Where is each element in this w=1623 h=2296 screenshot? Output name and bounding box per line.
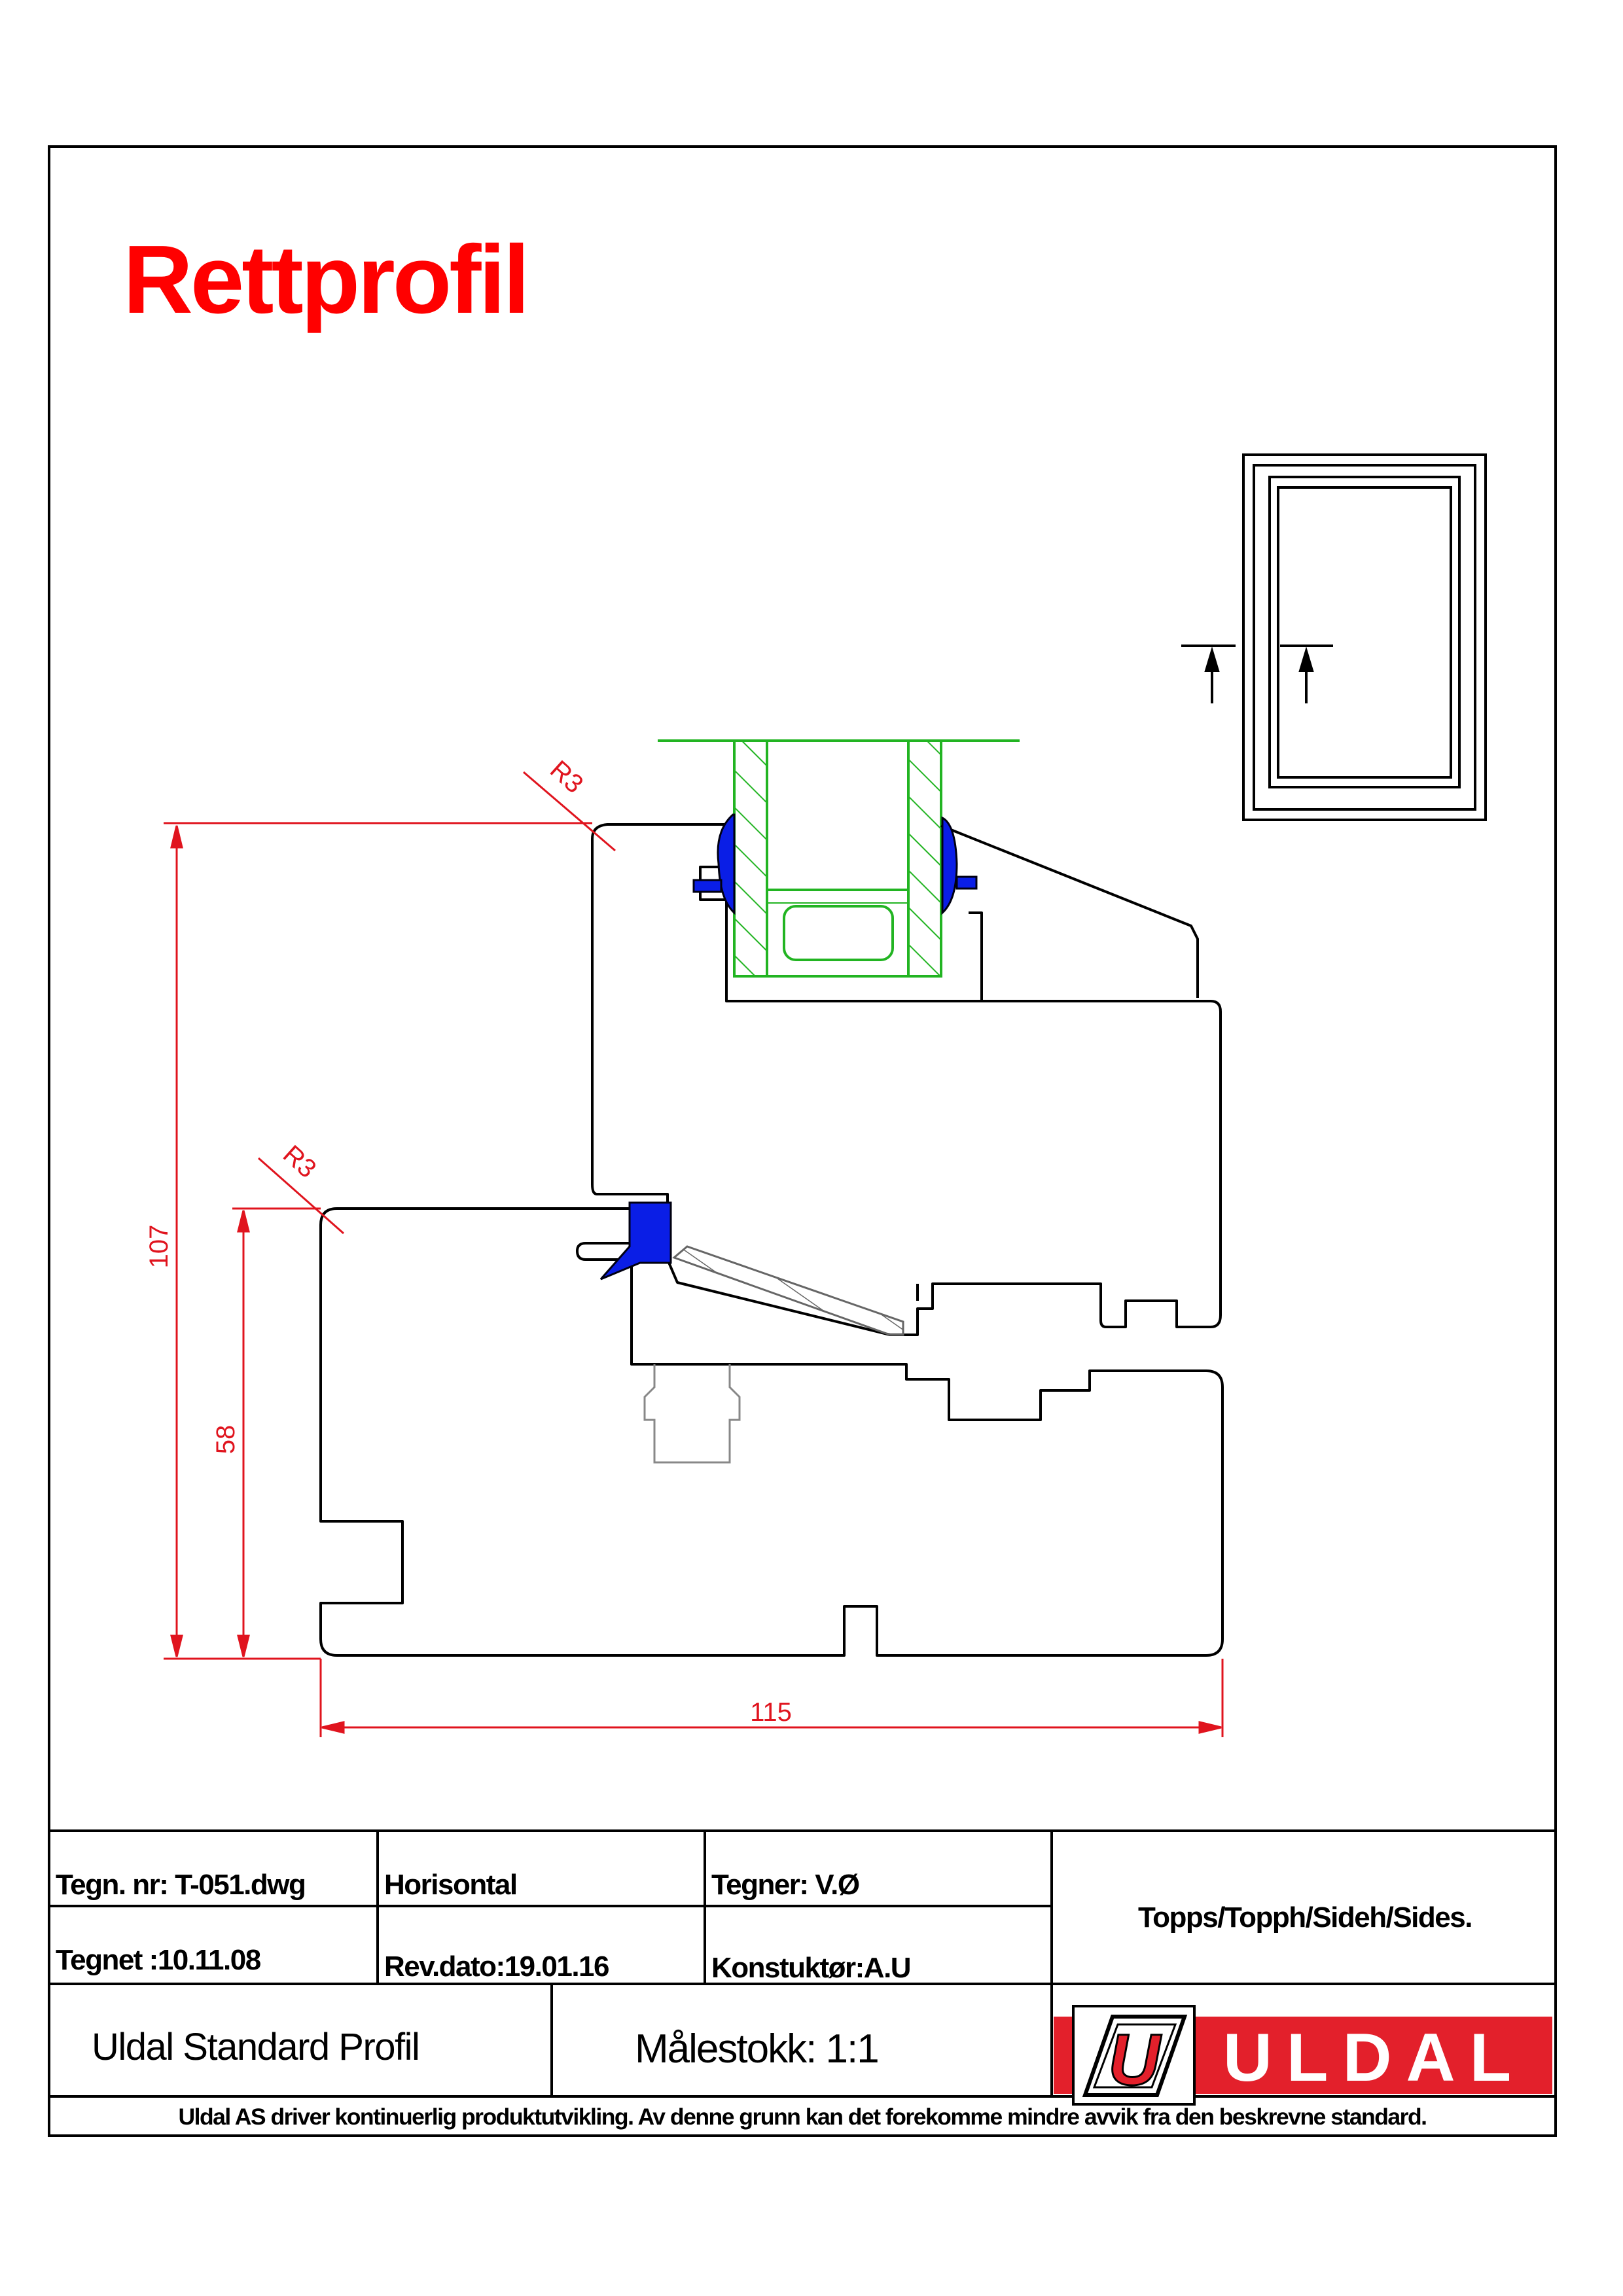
uldal-logo: U ULDAL — [1054, 2005, 1552, 2106]
scale: Målestokk: 1:1 — [635, 2026, 878, 2072]
glazing-wedge — [672, 1245, 904, 1336]
dimension-radius-lower: R3 — [277, 1140, 321, 1184]
drawn-by: Tegner: V.Ø — [711, 1869, 859, 1901]
dimension-height-total: 107 — [145, 1225, 173, 1269]
sash-profile — [591, 823, 1222, 1336]
frame-profile — [319, 1207, 1224, 1657]
glass-unit — [658, 739, 1020, 978]
product-line: Uldal Standard Profil — [92, 2026, 419, 2068]
designer: Konstuktør:A.U — [711, 1952, 910, 1984]
drawing-title: Rettprofil — [123, 226, 527, 334]
dimension-height-lower: 58 — [211, 1425, 240, 1455]
revision-date: Rev.dato:19.01.16 — [384, 1951, 609, 1983]
disclaimer: Uldal AS driver kontinuerlig produktutvi… — [178, 2104, 1426, 2130]
title-block-grid — [49, 1829, 1556, 2098]
drawing-number: Tegn. nr: T-051.dwg — [56, 1869, 305, 1901]
logo-mark-letter: U — [1108, 2020, 1162, 2100]
section-marker-icon — [1181, 645, 1333, 703]
logo-wordmark: ULDAL — [1223, 2020, 1525, 2096]
sheet-border — [48, 145, 1557, 2137]
applies-to: Topps/Topph/Sideh/Sides. — [1138, 1901, 1472, 1934]
orientation-label: Horisontal — [384, 1869, 517, 1901]
dimension-lines — [164, 771, 1224, 1737]
window-elevation-icon — [1242, 453, 1487, 821]
dimension-width: 115 — [750, 1698, 792, 1727]
gaskets — [599, 813, 978, 1280]
drawn-date: Tegnet :10.11.08 — [56, 1944, 261, 1976]
dimension-radius-top: R3 — [544, 755, 588, 799]
drainage-detail — [643, 1364, 741, 1464]
